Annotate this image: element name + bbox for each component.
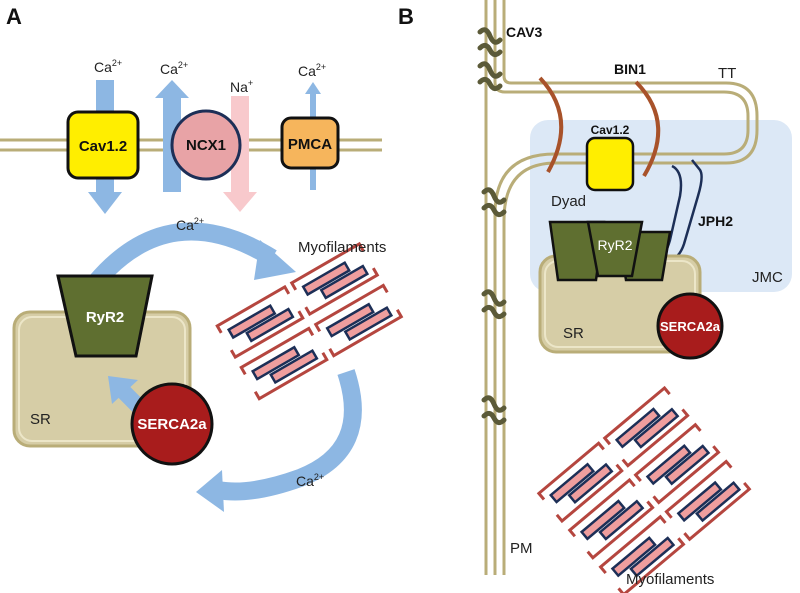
panel-a-letter: A — [6, 4, 22, 29]
cav12-channel-a: Cav1.2 — [66, 110, 140, 180]
panel-b-letter: B — [398, 4, 414, 29]
ncx1-label: NCX1 — [186, 137, 226, 154]
ncx-ca-ion-label: Ca2+ — [160, 60, 188, 77]
ryr2-label-b: RyR2 — [597, 237, 632, 253]
cav12-label-b: Cav1.2 — [591, 123, 630, 137]
bin1-proteins — [538, 76, 661, 178]
sr-label-a: SR — [30, 411, 51, 428]
myofilaments-a — [215, 242, 403, 401]
serca2a-pump-b: SERCA2a — [656, 292, 724, 360]
serca2a-pump-a: SERCA2a — [130, 382, 214, 466]
tt-label: TT — [718, 65, 736, 82]
cycle-right-ion-label: Ca2+ — [296, 472, 324, 489]
pmca-ion-label: Ca2+ — [298, 62, 326, 79]
myofilaments-label-a: Myofilaments — [298, 239, 386, 256]
serca2a-label-a: SERCA2a — [137, 416, 207, 433]
panel-b: B JMC CAV3 BIN1 TT Cav1.2 — [398, 0, 792, 593]
cycle-top-ion-label: Ca2+ — [176, 216, 204, 233]
pmca-label: PMCA — [288, 136, 332, 153]
cav12-channel-b: Cav1.2 — [585, 123, 635, 192]
myofilaments-label-b: Myofilaments — [626, 571, 714, 588]
plasma-membrane-b — [484, 0, 759, 575]
serca2a-label-b: SERCA2a — [660, 319, 721, 334]
pm-label: PM — [510, 540, 533, 557]
jmc-label: JMC — [752, 269, 783, 286]
panel-a: A Ca2+ Ca2+ Na+ Ca2+ — [0, 4, 403, 512]
ncx-na-ion-label: Na+ — [230, 78, 253, 95]
ryr2-channel-a: RyR2 — [56, 274, 154, 358]
cav3-label: CAV3 — [506, 24, 543, 40]
pmca-pump: PMCA — [280, 116, 340, 170]
myofilaments-b — [537, 386, 751, 593]
ncx1-exchanger: NCX1 — [170, 109, 242, 181]
ryr2-label-a: RyR2 — [86, 309, 124, 326]
cav3-caveolae — [480, 30, 504, 423]
sr-label-b: SR — [563, 325, 584, 342]
ca-release-arc-arrow — [89, 222, 296, 288]
ca-return-arc-arrow — [196, 369, 362, 512]
dyad-label: Dyad — [551, 193, 586, 210]
jph2-label: JPH2 — [698, 213, 733, 229]
ryr2-cluster-b — [548, 220, 672, 282]
cav-ion-label: Ca2+ — [94, 58, 122, 75]
cav12-label-a: Cav1.2 — [79, 138, 127, 155]
bin1-label: BIN1 — [614, 61, 646, 77]
